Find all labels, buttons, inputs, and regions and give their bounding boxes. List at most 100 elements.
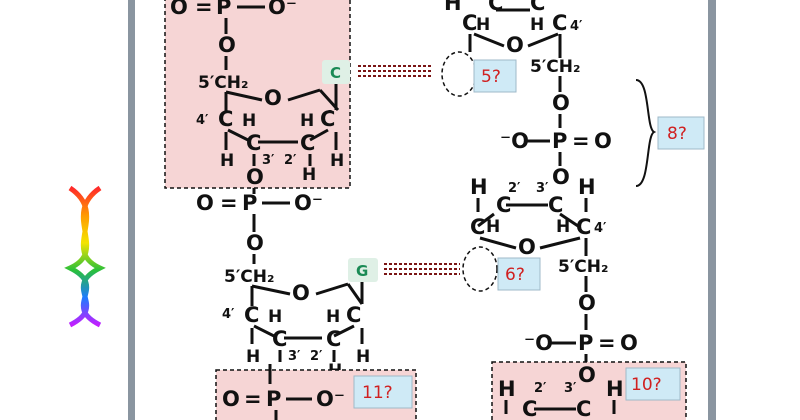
bond-double: =	[195, 0, 213, 19]
dashed-circle-6	[462, 246, 498, 292]
question-box-5[interactable]: 5?	[473, 59, 517, 93]
atom-o: O	[218, 33, 236, 57]
upper-left-nucleotide-box	[164, 0, 351, 189]
dna-helix-icon	[64, 185, 106, 328]
atom-h: H	[330, 151, 344, 171]
atom-p: P	[552, 129, 567, 153]
atom-h: H	[246, 347, 260, 367]
label-3prime: 3′	[564, 381, 577, 396]
question-box-8[interactable]: 8?	[657, 116, 705, 150]
dashed-circle-5	[441, 51, 477, 97]
label-4prime: 4′	[594, 221, 607, 236]
atom-h: H	[300, 111, 314, 131]
atom-o: O	[578, 363, 596, 387]
ring-oxygen: O	[292, 281, 310, 305]
ring-oxygen: O	[264, 86, 282, 110]
hydrogen-bond-upper	[358, 65, 432, 77]
question-label-6: 6?	[505, 265, 525, 285]
atom-c: C	[496, 193, 511, 217]
atom-o-minus: O⁻	[268, 0, 297, 19]
atom-h: H	[220, 151, 234, 171]
right-frame-border	[708, 0, 716, 420]
question-box-11[interactable]: 11?	[353, 375, 413, 409]
atom-h: H	[242, 111, 256, 131]
atom-c: C	[552, 11, 567, 35]
atom-p: P	[216, 0, 231, 19]
atom-h: H	[470, 175, 488, 199]
atom-h: H	[530, 15, 544, 35]
label-2prime: 2′	[508, 181, 521, 196]
base-g-box	[348, 258, 378, 282]
atom-o: O	[196, 191, 214, 215]
atom-o: O	[552, 91, 570, 115]
question-box-6[interactable]: 6?	[497, 257, 541, 291]
atom-p: P	[242, 191, 257, 215]
atom-h: H	[326, 307, 340, 327]
atom-c: C	[320, 107, 335, 131]
atom-o: O	[594, 129, 612, 153]
bond-double: =	[220, 191, 238, 215]
atom-c: C	[522, 397, 537, 420]
atom-h: H	[486, 217, 500, 237]
label-3prime: 3′	[288, 349, 301, 364]
atom-h: H	[476, 15, 490, 35]
question-label-11: 11?	[362, 383, 393, 403]
atom-o-minus: O⁻	[316, 387, 345, 411]
ring-oxygen: O	[518, 235, 536, 259]
atom-c: C	[272, 327, 287, 351]
atom-c: C	[548, 193, 563, 217]
atom-h: H	[268, 307, 282, 327]
label-3prime: 3′	[536, 181, 549, 196]
atom-c: C	[462, 11, 477, 35]
atom-c: C	[576, 397, 591, 420]
atom-h: H	[498, 377, 516, 401]
atom-c: C	[246, 131, 261, 155]
base-c-box	[322, 60, 350, 84]
question-box-10[interactable]: 10?	[625, 367, 681, 401]
atom-o-minus: O⁻	[294, 191, 323, 215]
atom-c: C	[300, 131, 315, 155]
atom-c: C	[530, 0, 545, 15]
bond-double: =	[598, 331, 616, 355]
atom-h: H	[302, 165, 316, 185]
base-g-label: G	[356, 262, 368, 280]
label-2prime: 2′	[310, 349, 323, 364]
atom-c: C	[326, 327, 341, 351]
atom-c: C	[470, 215, 485, 239]
atom-o: O	[170, 0, 188, 19]
atom-o: O	[222, 387, 240, 411]
atom-c: C	[346, 303, 361, 327]
atom-h: H	[606, 377, 624, 401]
atom-o: O	[552, 165, 570, 189]
bond-double: =	[244, 387, 262, 411]
atom-h: H	[356, 347, 370, 367]
label-4prime: 4′	[222, 307, 235, 322]
hydrogen-bond-lower	[384, 263, 460, 275]
atom-h: H	[578, 175, 596, 199]
atom-o: O	[620, 331, 638, 355]
label-3prime: 3′	[262, 153, 275, 168]
label-2prime: 2′	[284, 153, 297, 168]
atom-c: C	[244, 303, 259, 327]
atom-c: C	[576, 215, 591, 239]
question-label-10: 10?	[631, 375, 662, 395]
base-c-label: C	[330, 64, 341, 82]
label-4prime: 4′	[196, 113, 209, 128]
atom-ch2: 5′CH₂	[530, 57, 580, 77]
bond-double: =	[572, 129, 590, 153]
atom-ch2: 5′CH₂	[198, 73, 248, 93]
label-2prime: 2′	[534, 381, 547, 396]
atom-o: O	[246, 165, 264, 189]
atom-p: P	[578, 331, 593, 355]
question-label-5: 5?	[481, 67, 501, 87]
question-label-8: 8?	[667, 124, 687, 144]
atom-p: P	[266, 387, 281, 411]
atom-ch2: 5′CH₂	[558, 257, 608, 277]
atom-o: O	[246, 231, 264, 255]
ring-oxygen: O	[506, 33, 524, 57]
bracket-8	[635, 79, 657, 187]
atom-c: C	[218, 107, 233, 131]
left-frame-border	[128, 0, 135, 420]
label-4prime: 4′	[570, 19, 583, 34]
